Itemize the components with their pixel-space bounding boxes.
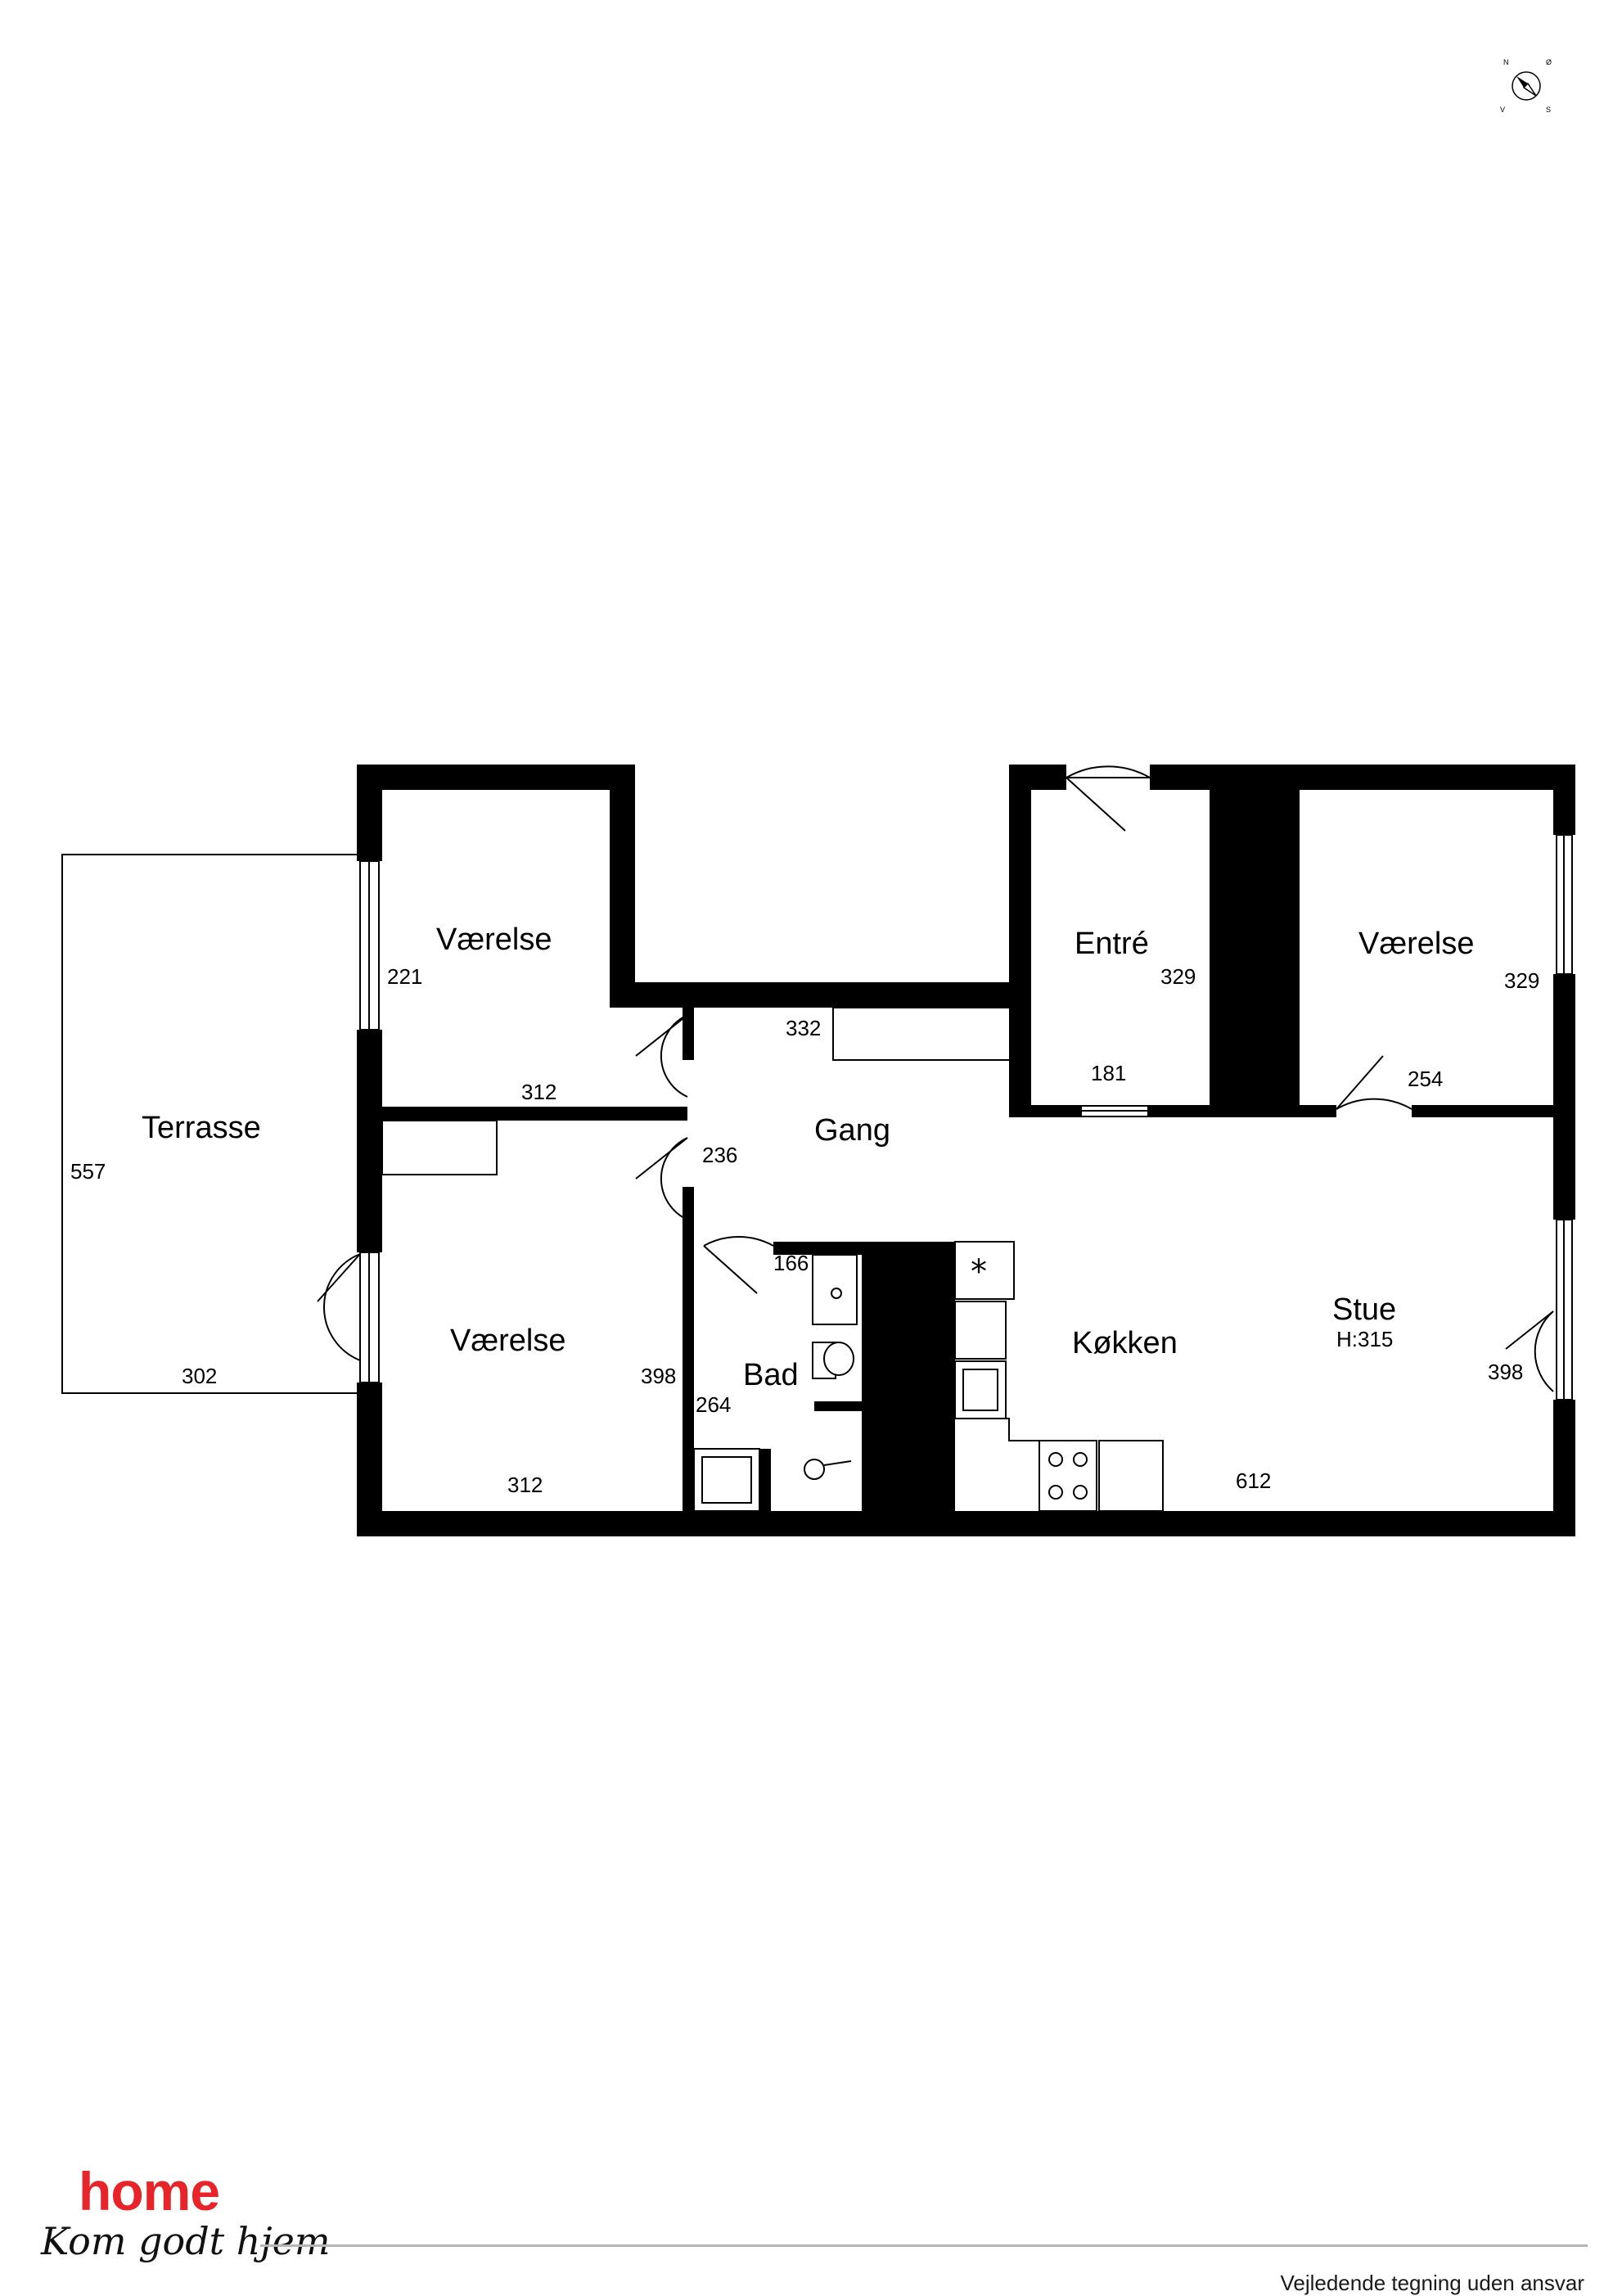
dim-vaerelse-right-h: 329 [1504, 968, 1539, 993]
dim-vaerelse-bottom-left-h: 398 [641, 1364, 676, 1388]
compass-icon: N Ø S V [1500, 58, 1552, 114]
dim-gang-h: 236 [702, 1143, 737, 1167]
fridge-icon [954, 1241, 1015, 1300]
room-label-bad: Bad [743, 1358, 799, 1392]
terrace-outline [61, 854, 357, 1394]
brand-logo: home [79, 2161, 220, 2222]
dim-vaerelse-top-left-w: 312 [521, 1080, 556, 1104]
wardrobe-gang [832, 1007, 1011, 1061]
room-label-entre: Entré [1075, 927, 1149, 961]
room-label-stue: Stue [1332, 1292, 1396, 1327]
counter-icon [1098, 1440, 1164, 1512]
dim-bad-w: 166 [773, 1251, 809, 1275]
compass-n: N [1503, 58, 1509, 66]
footer-disclaimer: Vejledende tegning uden ansvar [1280, 2271, 1584, 2295]
dim-vaerelse-top-left-h: 221 [387, 964, 422, 989]
dim-terrasse-h: 557 [70, 1159, 106, 1184]
room-label-terrasse: Terrasse [142, 1111, 261, 1145]
shower-icon [804, 1459, 825, 1480]
dim-vaerelse-bottom-left-w: 312 [507, 1473, 543, 1497]
walls [357, 765, 1575, 1536]
dishwasher-icon [954, 1301, 1007, 1360]
fixtures: * [381, 1007, 1164, 1512]
room-label-vaerelse-top-left: Værelse [436, 922, 552, 957]
dim-stue-w: 612 [1236, 1468, 1271, 1493]
compass-w: V [1500, 106, 1505, 114]
compass-e: Ø [1546, 58, 1552, 66]
brand-tagline: Kom godt hjem [41, 2219, 331, 2263]
room-label-gang: Gang [814, 1113, 890, 1148]
dim-entre-h: 329 [1160, 964, 1196, 989]
dim-bad-h: 264 [696, 1392, 731, 1417]
room-label-vaerelse-right: Værelse [1358, 927, 1475, 961]
windows [359, 834, 1573, 1401]
compass-s: S [1546, 106, 1551, 114]
footer-rule [260, 2244, 1588, 2247]
dim-terrasse-w: 302 [182, 1364, 217, 1388]
room-label-koekken: Køkken [1072, 1326, 1178, 1360]
dim-gang-w: 332 [786, 1016, 821, 1040]
room-label-vaerelse-bottom-left: Værelse [450, 1324, 566, 1358]
doors [317, 765, 1554, 1392]
wardrobe-bedroom [381, 1120, 498, 1175]
dim-vaerelse-right-w: 254 [1408, 1067, 1443, 1091]
dim-stue-h: 398 [1488, 1360, 1523, 1384]
room-height-stue: H:315 [1336, 1327, 1393, 1351]
svg-text:*: * [971, 1253, 987, 1291]
stove-icon [1039, 1440, 1097, 1512]
dim-entre-w: 181 [1091, 1061, 1126, 1085]
